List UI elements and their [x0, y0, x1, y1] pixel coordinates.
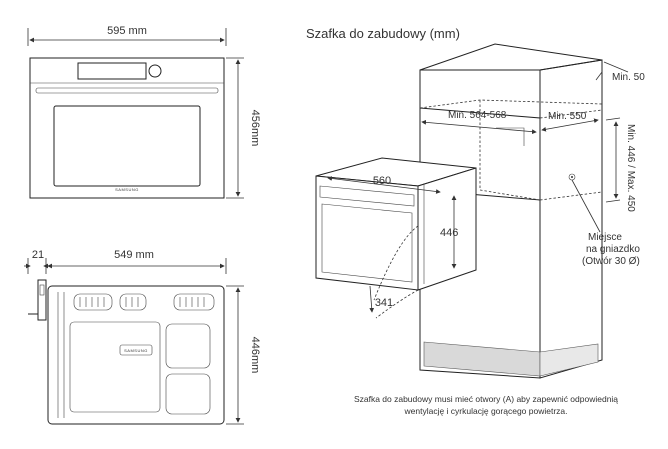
- side-oven-body: [47, 285, 225, 425]
- socket-label-1: Miejsce: [588, 232, 622, 243]
- door-swing-arc-1: [373, 225, 419, 301]
- front-window: [53, 105, 201, 187]
- front-knob-icon: [148, 64, 162, 78]
- side-height-label: 446mm: [249, 337, 261, 374]
- door-swing-arc-2: [375, 289, 419, 319]
- cabinet-side: [539, 59, 603, 379]
- niche-bottom-edge: [539, 191, 603, 201]
- cabinet-top: [419, 43, 603, 71]
- side-door-front: [37, 279, 47, 321]
- socket-label-2: na gniazdko: [586, 244, 640, 255]
- installation-title: Szafka do zabudowy (mm): [306, 26, 460, 41]
- side-component-bottom: [165, 373, 211, 415]
- note-line-1: Szafka do zabudowy musi mieć otwory (A) …: [354, 394, 618, 404]
- side-component-top: [165, 323, 211, 369]
- front-brand-logo: SAMSUNG: [115, 187, 139, 192]
- oven-height-label: 446: [440, 227, 458, 239]
- niche-back-top: [419, 99, 603, 109]
- cabinet-plinth: [423, 341, 541, 377]
- side-brand-logo: SAMSUNG: [124, 348, 148, 353]
- oven-width-dim-line: [327, 176, 441, 194]
- oven-depth-arrow: [369, 285, 375, 313]
- front-height-label: 456mm: [249, 110, 261, 147]
- oven-depth-label: 341: [375, 297, 393, 309]
- height-range-ext-bottom: [605, 199, 621, 203]
- depth-label: 549 mm: [114, 249, 154, 261]
- min-top-leader: [603, 61, 629, 73]
- height-range-label: Min. 446 / Max. 450: [625, 124, 636, 212]
- front-display: [77, 62, 147, 80]
- front-view: 595 mm SAMSUNG 456mm: [27, 25, 261, 199]
- niche-back-wall: [479, 100, 541, 201]
- front-width-label: 595 mm: [107, 25, 147, 37]
- door-thickness-label: 21: [32, 249, 44, 261]
- min-depth-label: Min. 550: [548, 111, 587, 122]
- min-top-label: Min. 50: [612, 72, 645, 83]
- installation-view: Szafka do zabudowy (mm) Miejsce na gniaz…: [306, 26, 645, 416]
- note-line-2: wentylację i cyrkulację gorącego powietr…: [404, 406, 568, 416]
- side-view: 21 549 mm SAMSUNG: [24, 249, 261, 425]
- cabinet-plinth-side: [539, 343, 599, 377]
- oven-width-label: 560: [373, 175, 391, 187]
- front-oven-body: [29, 57, 225, 199]
- min-width-dim-line: [421, 119, 537, 135]
- min-top-tick: [595, 71, 603, 81]
- socket-leader: [571, 179, 601, 233]
- front-handle: [35, 87, 219, 94]
- socket-label-3: (Otwór 30 Ø): [582, 256, 640, 267]
- side-door-hinge: [39, 284, 45, 296]
- side-label-plate: [119, 344, 153, 356]
- niche-top-edge: [539, 109, 603, 119]
- min-depth-dim-line: [541, 118, 599, 132]
- oven-door-window: [321, 203, 413, 283]
- min-width-label: Min. 564-568: [448, 110, 507, 121]
- side-vents: [73, 293, 215, 311]
- height-range-ext-top: [605, 117, 621, 121]
- socket-dot: [571, 176, 573, 178]
- side-cavity: [69, 321, 161, 413]
